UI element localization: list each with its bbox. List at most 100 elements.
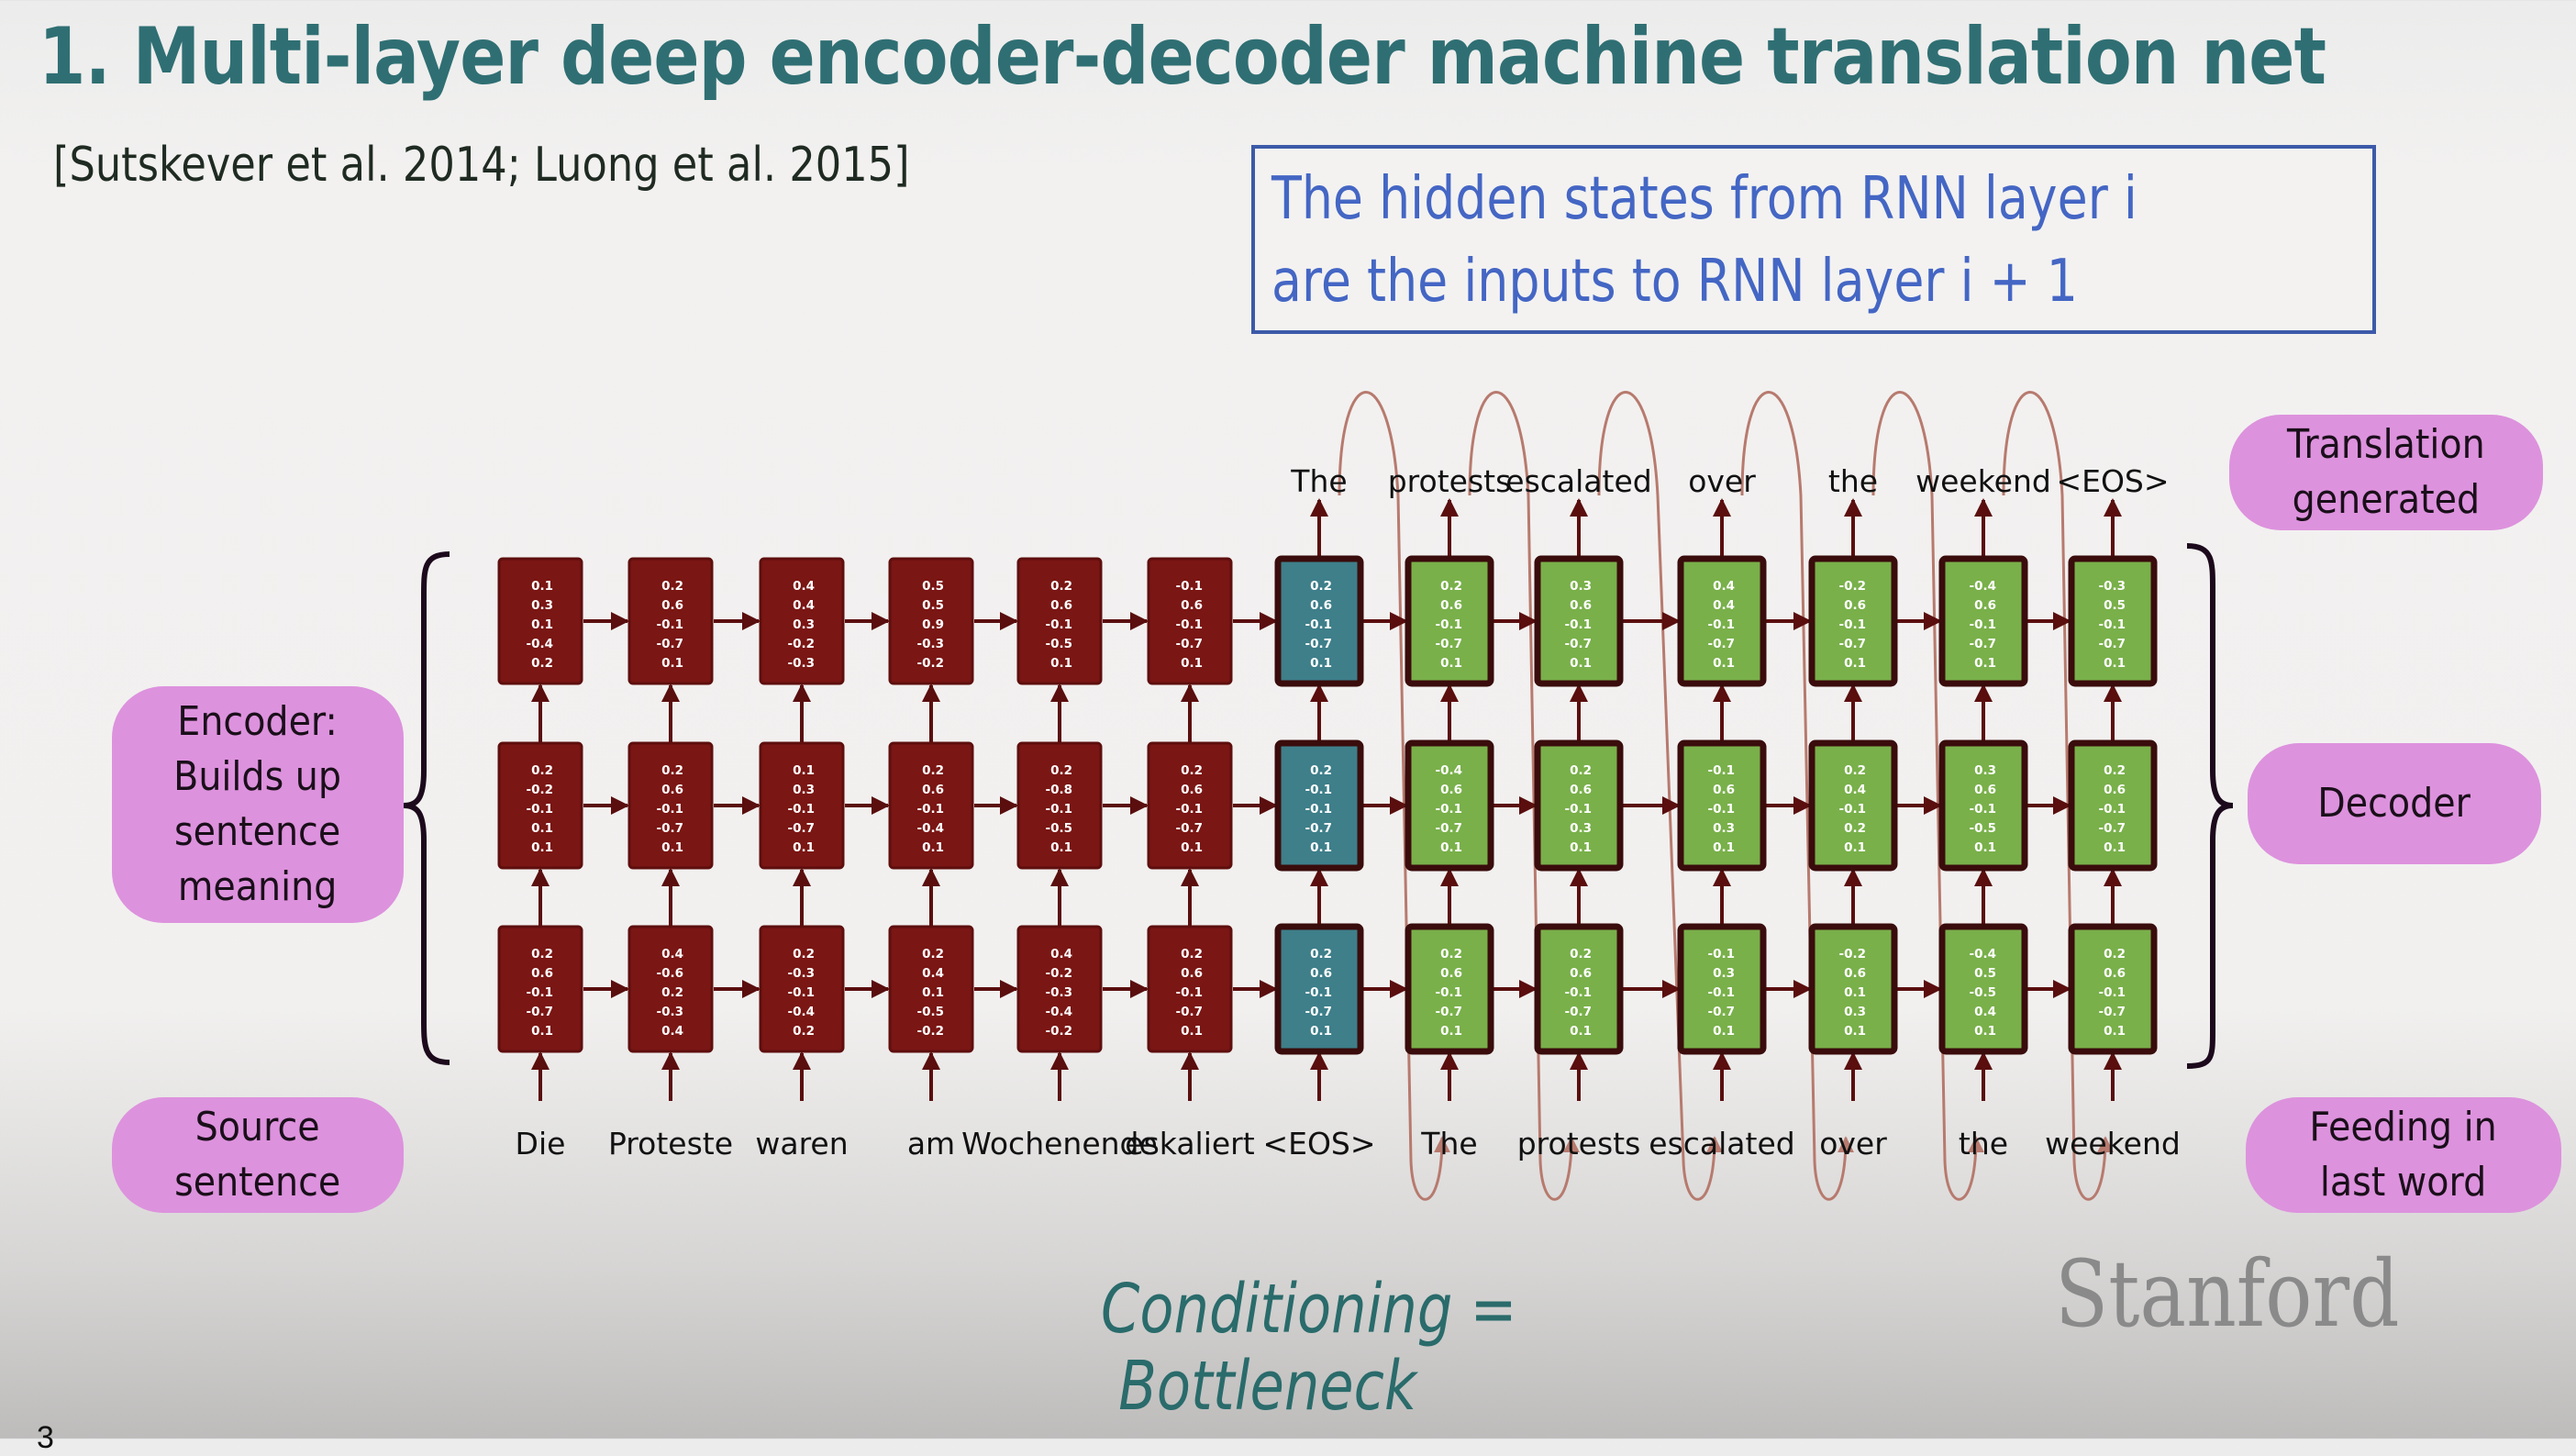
cell-value: 0.2	[1310, 763, 1332, 778]
cell-value: -0.1	[787, 985, 815, 1000]
cell-value: 0.1	[661, 656, 683, 671]
layer-1-cell-3	[759, 925, 845, 1053]
layer-3-cell-6	[1147, 557, 1233, 685]
cell-value: -0.8	[1045, 783, 1072, 797]
cell-value: -0.7	[1305, 1005, 1332, 1019]
cell-value: -0.1	[1564, 617, 1592, 632]
cell-value: -0.6	[656, 966, 683, 981]
source-sentence-label: Source sentence	[112, 1097, 404, 1213]
cell-value: 0.6	[1310, 966, 1332, 981]
cell-value: 0.2	[1050, 763, 1072, 778]
cell-value: -0.1	[1707, 985, 1735, 1000]
cell-value: -0.7	[787, 821, 815, 836]
cell-value: -0.4	[916, 821, 944, 836]
source-word: am	[907, 1126, 955, 1161]
cell-value: -0.4	[1969, 579, 1996, 594]
layer-3-cell-4	[888, 557, 974, 685]
layer-3-cell-2	[627, 557, 714, 685]
cell-value: 0.6	[1570, 783, 1592, 797]
cell-value: 0.6	[1570, 598, 1592, 613]
cell-value: 0.3	[793, 783, 815, 797]
layer-3-cell-11	[1808, 555, 1898, 687]
cell-value: 0.4	[661, 947, 683, 961]
source-word: Die	[516, 1126, 566, 1161]
cell-value: 0.1	[1570, 1024, 1592, 1039]
feedback-curve	[1338, 391, 1450, 1201]
cell-value: -0.5	[1969, 821, 1996, 836]
cell-value: 0.6	[1181, 783, 1203, 797]
cell-value: 0.1	[1713, 840, 1735, 855]
cell-value: 0.1	[1570, 656, 1592, 671]
cell-value: 0.6	[1440, 598, 1462, 613]
callout-line-2: are the inputs to RNN layer i + 1	[1271, 248, 2078, 316]
cell-value: -0.7	[1969, 637, 1996, 651]
encoder-label: Encoder: Builds up sentence meaning	[112, 686, 404, 923]
cell-value: 0.1	[1310, 1024, 1332, 1039]
decoder-label: Decoder	[2248, 743, 2541, 864]
cell-value: -0.1	[1564, 802, 1592, 817]
callout-line-1: The hidden states from RNN layer i	[1271, 165, 2137, 233]
cell-value: 0.1	[531, 821, 553, 836]
layer-1-cell-1	[497, 925, 583, 1053]
cell-value: -0.1	[1707, 802, 1735, 817]
layer-2-cell-9	[1534, 739, 1624, 872]
cell-value: 0.9	[922, 617, 944, 632]
cell-value: -0.1	[1305, 802, 1332, 817]
cell-value: 0.1	[1440, 1024, 1462, 1039]
cell-value: 0.1	[531, 1024, 553, 1039]
cell-value: -0.7	[1435, 637, 1462, 651]
cell-value: -0.1	[787, 802, 815, 817]
cell-value: -0.1	[656, 802, 683, 817]
cell-value: 0.1	[2104, 656, 2126, 671]
cell-value: -0.7	[1564, 637, 1592, 651]
cell-value: -0.7	[1838, 637, 1866, 651]
layer-1-cell-12	[1938, 923, 2028, 1055]
cell-value: -0.1	[2098, 802, 2126, 817]
cell-value: -0.7	[1175, 821, 1203, 836]
cell-value: -0.1	[1838, 802, 1866, 817]
cell-value: 0.6	[1974, 783, 1996, 797]
cell-value: 0.6	[1713, 783, 1735, 797]
cell-value: -0.1	[1435, 985, 1462, 1000]
output-word: The	[1290, 463, 1347, 499]
cell-value: -0.1	[2098, 617, 2126, 632]
cell-value: 0.1	[1181, 656, 1203, 671]
cell-value: 0.6	[1310, 598, 1332, 613]
cell-value: -0.3	[656, 1005, 683, 1019]
cell-value: 0.2	[661, 985, 683, 1000]
output-word: weekend	[1915, 463, 2051, 499]
decoder-input-word: over	[1819, 1126, 1887, 1161]
cell-value: -0.1	[1969, 802, 1996, 817]
cell-value: 0.3	[1844, 1005, 1866, 1019]
cell-value: -0.1	[1838, 617, 1866, 632]
layer-1-cell-5	[1016, 925, 1103, 1053]
cell-value: 0.6	[2104, 783, 2126, 797]
cell-value: -0.7	[1435, 821, 1462, 836]
cell-value: 0.2	[1310, 579, 1332, 594]
cell-value: 0.6	[661, 598, 683, 613]
cell-value: -0.1	[1175, 802, 1203, 817]
callout-box: The hidden states from RNN layer i are t…	[1251, 145, 2376, 334]
cell-value: -0.3	[916, 637, 944, 651]
cell-value: 0.1	[661, 840, 683, 855]
feedback-curve	[1871, 391, 1984, 1201]
cell-value: 0.1	[1974, 840, 1996, 855]
cell-value: 0.2	[1844, 821, 1866, 836]
layer-2-cell-11	[1808, 739, 1898, 872]
cell-value: -0.7	[2098, 1005, 2126, 1019]
cell-value: 0.4	[1050, 947, 1072, 961]
cell-value: -0.7	[656, 821, 683, 836]
cell-value: 0.3	[1713, 966, 1735, 981]
cell-value: -0.2	[1838, 947, 1866, 961]
cell-value: 0.1	[1974, 656, 1996, 671]
layer-1-cell-8	[1405, 923, 1494, 1055]
cell-value: 0.1	[1310, 656, 1332, 671]
cell-value: 0.6	[2104, 966, 2126, 981]
cell-value: 0.2	[531, 656, 553, 671]
layer-3-cell-3	[759, 557, 845, 685]
cell-value: 0.2	[1440, 579, 1462, 594]
cell-value: -0.7	[1305, 821, 1332, 836]
decoder-input-word: weekend	[2045, 1126, 2181, 1161]
cell-value: 0.6	[1570, 966, 1592, 981]
